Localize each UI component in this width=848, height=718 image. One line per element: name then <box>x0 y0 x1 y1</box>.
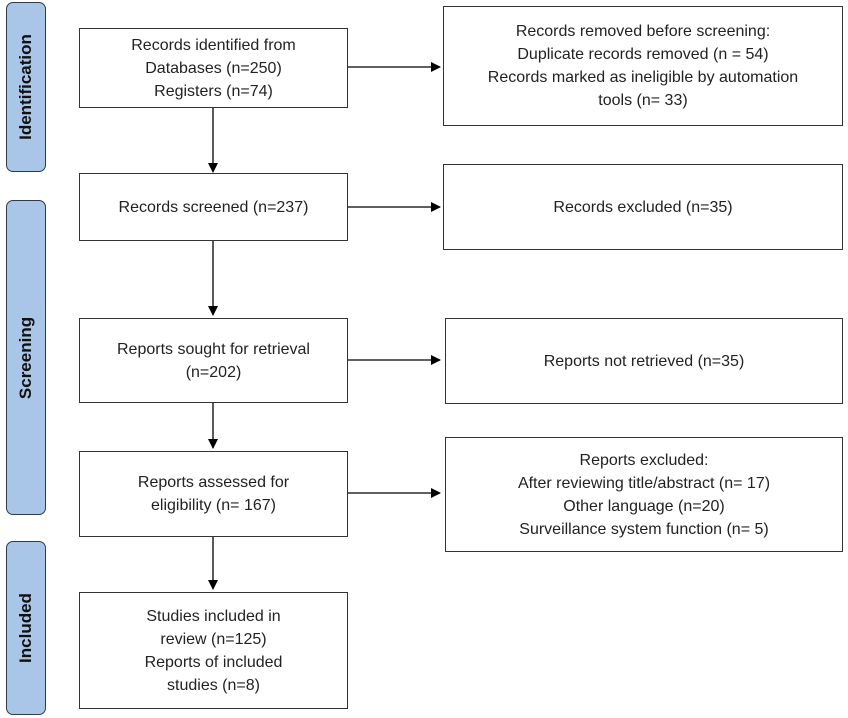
box-line: Studies included in <box>146 607 281 625</box>
box-records-excluded: Records excluded (n=35) <box>443 164 843 250</box>
box-line: Records identified from <box>131 36 296 54</box>
box-line: Records excluded (n=35) <box>553 198 733 216</box>
box-line: Reports not retrieved (n=35) <box>543 352 745 370</box>
box-records-identified: Records identified from Databases (n=250… <box>79 28 348 108</box>
box-line: After reviewing title/abstract (n= 17) <box>517 474 771 492</box>
box-line: Records marked as ineligible by automati… <box>487 69 799 86</box>
box-reports-not-retrieved: Reports not retrieved (n=35) <box>445 318 843 404</box>
box-line: Records screened (n=237) <box>118 198 309 216</box>
box-line: studies (n=8) <box>167 676 260 694</box>
box-line: Surveillance system function (n= 5) <box>519 520 769 538</box>
box-reports-excluded: Reports excluded: After reviewing title/… <box>445 437 843 552</box>
box-line: eligibility (n= 167) <box>151 497 276 514</box>
phase-identification: Identification <box>6 2 46 172</box>
box-records-removed: Records removed before screening: Duplic… <box>443 6 843 126</box>
box-records-screened: Records screened (n=237) <box>79 173 348 241</box>
box-line: tools (n= 33) <box>598 92 688 109</box>
box-line: Databases (n=250) <box>145 59 282 77</box>
phase-included: Included <box>6 541 46 715</box>
box-studies-included: Studies included in review (n=125) Repor… <box>79 592 348 709</box>
box-line: Reports excluded: <box>579 451 709 469</box>
box-line: Reports of included <box>144 653 283 671</box>
box-line: Duplicate records removed (n = 54) <box>517 46 769 63</box>
box-reports-sought: Reports sought for retrieval (n=202) <box>79 318 348 403</box>
box-line: Records removed before screening: <box>515 23 771 40</box>
box-line: Other language (n=20) <box>563 497 725 515</box>
phase-screening: Screening <box>6 200 46 515</box>
box-line: review (n=125) <box>160 630 267 648</box>
box-line: Registers (n=74) <box>154 82 273 100</box>
box-line: (n=202) <box>185 363 242 381</box>
box-line: Reports assessed for <box>137 474 290 491</box>
box-line: Reports sought for retrieval <box>117 340 310 358</box>
box-reports-assessed: Reports assessed for eligibility (n= 167… <box>79 451 348 537</box>
